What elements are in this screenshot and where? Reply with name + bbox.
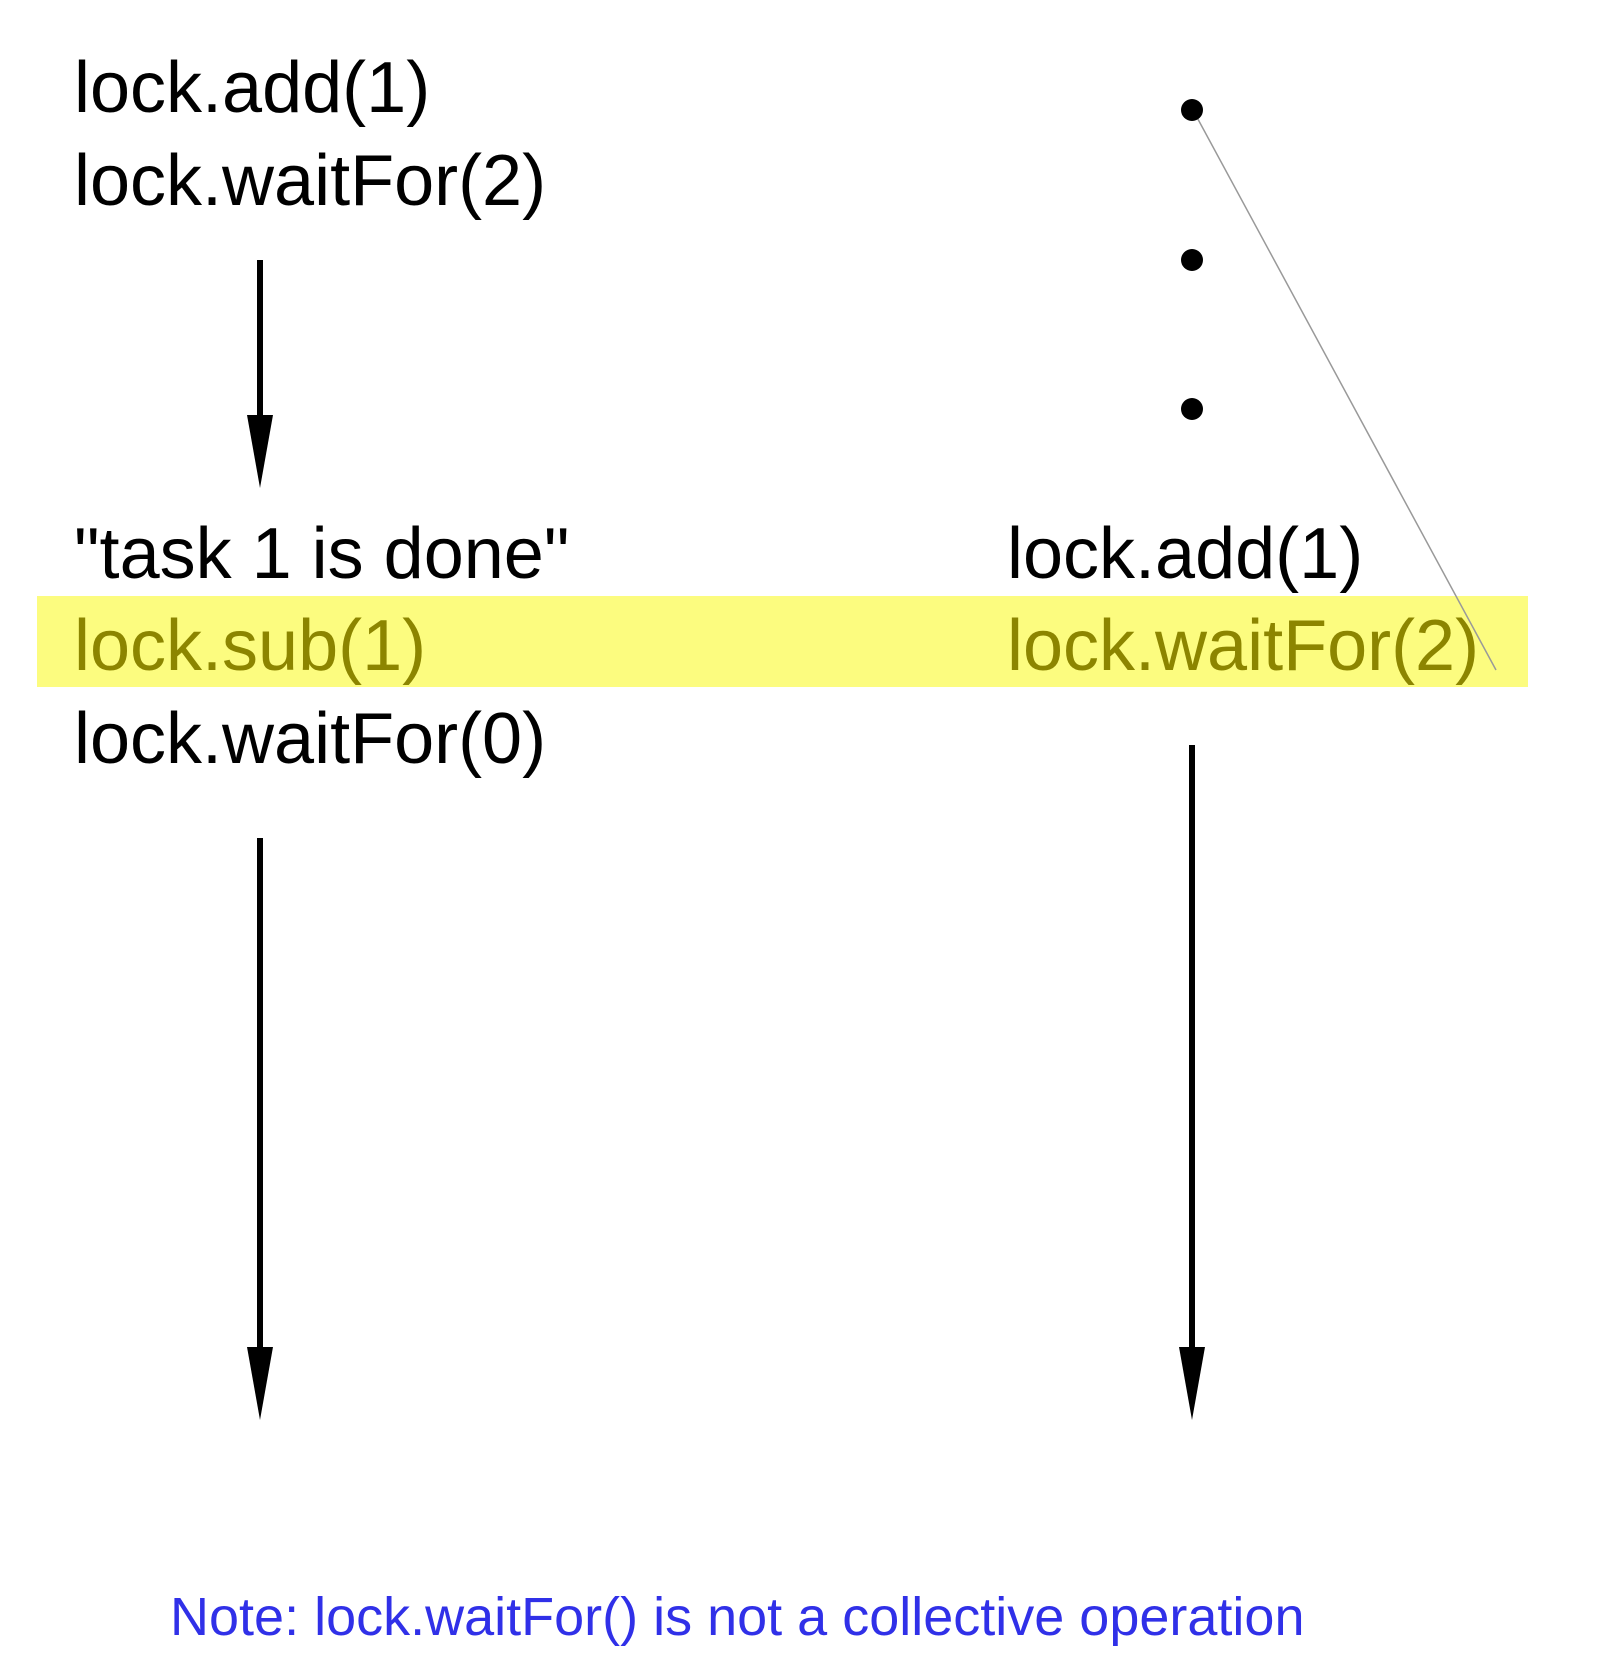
left-line-sub: lock.sub(1) [74, 606, 427, 686]
ellipsis-dot-1 [1181, 99, 1203, 121]
left-line-add: lock.add(1) [74, 48, 431, 128]
right-line-add: lock.add(1) [1007, 514, 1364, 594]
vertical-ellipsis-icon [1181, 99, 1203, 420]
left-line-task-done: "task 1 is done" [74, 514, 570, 594]
ellipsis-dot-2 [1181, 249, 1203, 271]
right-arrow [1179, 745, 1205, 1420]
right-line-waitfor-2: lock.waitFor(2) [1007, 606, 1480, 686]
left-line-waitfor-0: lock.waitFor(0) [74, 699, 547, 779]
ellipsis-dot-3 [1181, 398, 1203, 420]
left-arrow-bottom [247, 838, 273, 1420]
left-line-waitfor-2: lock.waitFor(2) [74, 141, 547, 221]
connector-line [1192, 109, 1497, 671]
left-arrow-top [247, 260, 273, 488]
highlight-band [37, 596, 1528, 687]
note-text: Note: lock.waitFor() is not a collective… [170, 1587, 1305, 1647]
